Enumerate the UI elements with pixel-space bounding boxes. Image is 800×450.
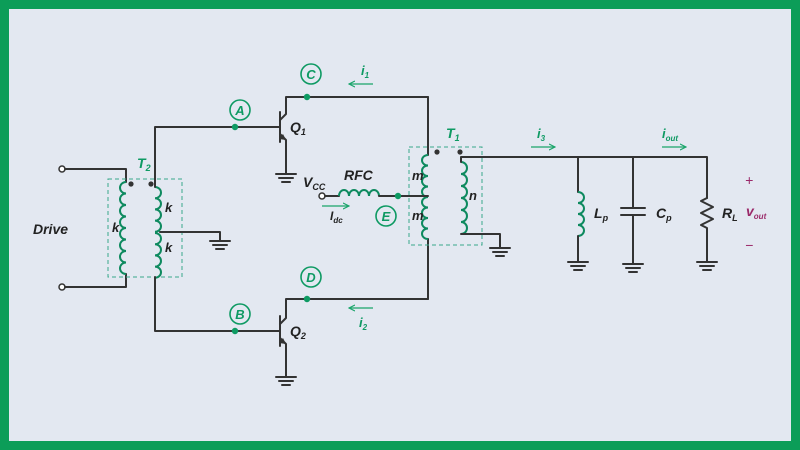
- rfc-label: RFC: [344, 167, 374, 183]
- t2-primary-coil: [119, 181, 127, 275]
- ground-lp: [567, 261, 589, 271]
- wire-t2-center-tap: [159, 231, 221, 242]
- node-c: C: [300, 63, 322, 85]
- t2-core-box: [107, 178, 183, 278]
- i1-current-arrow: i1: [349, 63, 373, 84]
- t2-secondary-bottom-coil: [154, 232, 162, 279]
- transistor-q2: Q2: [279, 298, 429, 378]
- i2-label: i2: [359, 315, 368, 332]
- node-a-label: A: [234, 103, 244, 118]
- t1-primary-top-coil: [421, 154, 429, 198]
- vout-minus: −: [745, 237, 753, 253]
- vcc-supply: VCC: [303, 174, 340, 200]
- t1-primary-dot: [434, 149, 440, 155]
- ground-q2: [275, 376, 297, 386]
- resistor-rl: RL: [700, 197, 738, 263]
- i2-current-arrow: i2: [349, 308, 373, 332]
- node-a-dot: [231, 123, 239, 131]
- node-e-label: E: [382, 209, 391, 224]
- transistor-q1: Q1: [279, 96, 429, 175]
- ground-t1: [489, 247, 511, 257]
- transformer-t2: k k k T2: [107, 155, 183, 279]
- node-c-label: C: [306, 67, 316, 82]
- ground-cp: [622, 263, 644, 273]
- node-e-dot: [394, 192, 402, 200]
- rl-label: RL: [722, 205, 738, 223]
- i3-label: i3: [537, 126, 546, 143]
- transformer-t1: m m n T1: [408, 125, 483, 246]
- node-e: E: [375, 205, 397, 227]
- t1-primary-bottom-coil: [421, 196, 429, 240]
- t1-secondary-dot: [457, 149, 463, 155]
- wire-t2-to-q2-base: [154, 276, 281, 332]
- t2-primary-dot: [128, 181, 134, 187]
- t2-k-secondary-bottom-label: k: [165, 240, 173, 255]
- t1-m-bottom-label: m: [412, 208, 424, 223]
- t1-m-top-label: m: [412, 168, 424, 183]
- t2-secondary-dot: [148, 181, 154, 187]
- vcc-label: VCC: [303, 174, 326, 192]
- wire-output-bus: [460, 156, 708, 199]
- node-d: D: [300, 266, 322, 288]
- i1-label: i1: [361, 63, 370, 80]
- idc-label: Idc: [330, 209, 343, 225]
- node-d-dot: [303, 295, 311, 303]
- t2-secondary-top-coil: [154, 186, 162, 233]
- i3-current-arrow: i3: [531, 126, 555, 147]
- rfc-coil: [338, 189, 380, 197]
- node-d-label: D: [306, 270, 316, 285]
- iout-label: iout: [662, 126, 678, 143]
- t1-secondary-coil: [460, 161, 468, 235]
- t2-label: T2: [137, 155, 151, 173]
- t1-core-box: [408, 146, 483, 246]
- rfc-inductor: RFC: [338, 167, 429, 197]
- q2-label: Q2: [290, 323, 306, 341]
- inductor-lp: Lp: [577, 156, 609, 263]
- t1-label: T1: [446, 125, 460, 143]
- lp-coil: [577, 191, 585, 237]
- drive-label: Drive: [33, 221, 68, 237]
- vout-plus: +: [745, 172, 753, 188]
- node-a: A: [229, 99, 251, 121]
- cp-label: Cp: [656, 205, 672, 223]
- vout-label: vout: [746, 203, 767, 221]
- t2-k-primary-label: k: [112, 220, 120, 235]
- t2-k-secondary-top-label: k: [165, 200, 173, 215]
- t1-n-label: n: [469, 188, 477, 203]
- vout-indicator: + vout −: [745, 172, 767, 253]
- q2-emitter-arrow: [279, 338, 286, 344]
- ground-rl: [696, 261, 718, 271]
- iout-current-arrow: iout: [662, 126, 686, 147]
- wire-t2-to-q1-base: [154, 126, 281, 188]
- node-b-label: B: [235, 307, 244, 322]
- q1-emitter-arrow: [279, 134, 286, 140]
- q1-label: Q1: [290, 119, 306, 137]
- ground-q1: [275, 173, 297, 183]
- ground-t2: [209, 240, 231, 250]
- node-b: B: [229, 303, 251, 325]
- drive-input: Drive: [33, 165, 127, 291]
- node-b-dot: [231, 327, 239, 335]
- node-c-dot: [303, 93, 311, 101]
- capacitor-cp: Cp: [620, 156, 672, 265]
- lp-label: Lp: [594, 205, 609, 223]
- wire-t1-secondary-ground: [460, 233, 501, 249]
- idc-current-arrow: Idc: [322, 206, 349, 225]
